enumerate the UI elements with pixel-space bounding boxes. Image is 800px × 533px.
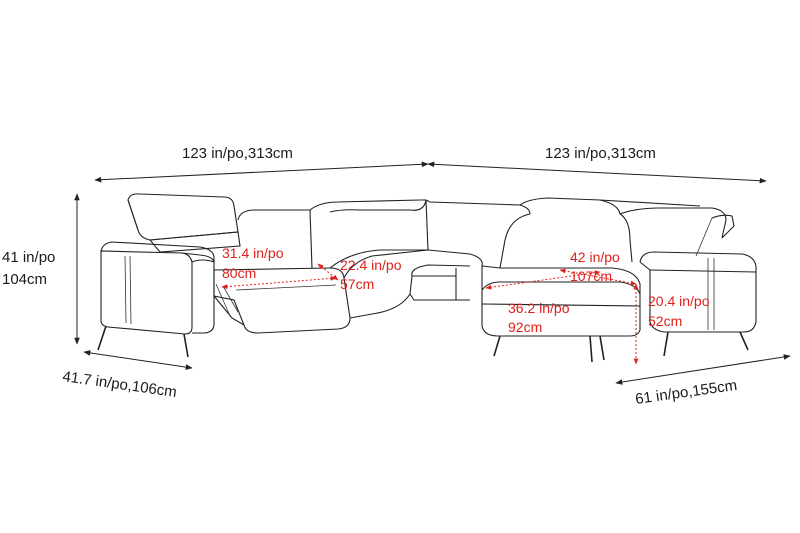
sofa-outline [97,193,757,363]
recliner-length-line [221,276,337,289]
reclined-seat [127,193,351,334]
chaise-length-cm-label: 92cm [508,319,542,335]
top-left-width-label: 123 in/po,313cm [182,145,293,162]
seat-depth-cm-label: 57cm [340,276,374,292]
chaise-length-in-label: 36.2 in/po [508,300,570,316]
right-depth-label: 61 in/po,155cm [634,377,738,408]
chaise-width-cm-label: 107cm [570,268,612,284]
chaise-length-line [485,270,601,290]
height-cm-label: 104cm [2,271,47,288]
chaise-width-in-label: 42 in/po [570,249,620,265]
seat-depth-in-label: 22.4 in/po [340,257,402,273]
back-cushions [237,197,727,269]
top-right-width-label: 123 in/po,313cm [545,145,656,162]
right-depth-line [615,354,791,385]
recliner-length-in-label: 31.4 in/po [222,245,284,261]
seat-height-cm-label: 52cm [648,313,682,329]
right-armrest [639,214,757,357]
seat-height-in-label: 20.4 in/po [648,293,710,309]
height-in-label: 41 in/po [2,249,55,266]
overall-dimension-lines [74,161,791,385]
left-depth-line [83,350,193,370]
top-right-width-line [427,161,767,184]
recliner-length-cm-label: 80cm [222,265,256,281]
red-annotation-lines [221,263,639,365]
seat-depth-line [317,263,339,281]
left-depth-label: 41.7 in/po,106cm [61,368,177,401]
left-armrest [97,241,215,358]
top-left-width-line [94,161,429,183]
